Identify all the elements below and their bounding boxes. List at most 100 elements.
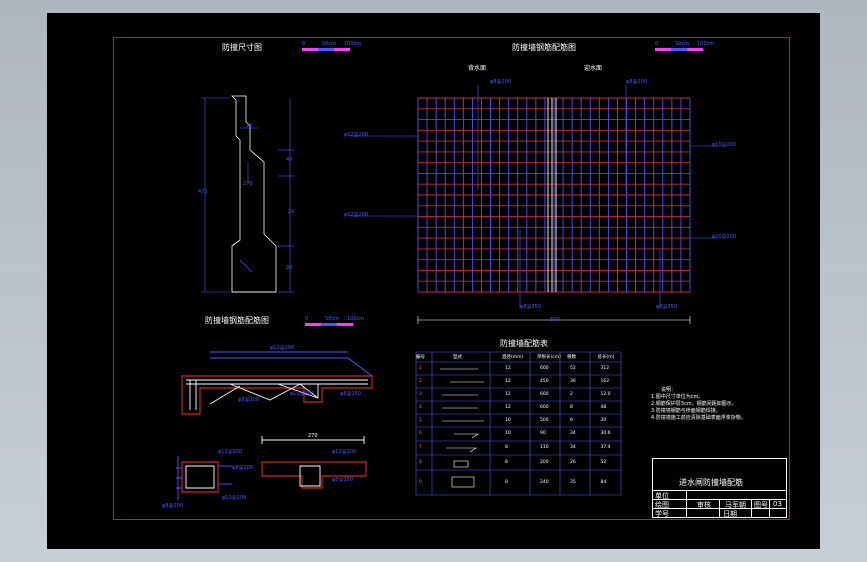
table-cell: 90 <box>540 431 546 436</box>
table-cell: 500 <box>540 417 549 423</box>
callout-bottom-2: φ8@250 <box>656 304 678 310</box>
table-cell: 8 <box>505 459 508 465</box>
note-line: 1.图中尺寸单位为cm。 <box>651 394 704 400</box>
callout-br-1: φ12@200 <box>332 449 357 455</box>
scale-sec-50: 50cm <box>325 316 339 322</box>
dim-section-width: 270 <box>308 433 318 439</box>
table-cell: 12 <box>505 391 511 397</box>
table-cell: 3 <box>419 391 422 397</box>
callout-right-1: φ10@200 <box>712 142 737 148</box>
table-cell: 8 <box>570 404 573 410</box>
title-grid-view: 防撞墙钢筋配筋图 <box>512 43 576 52</box>
table-cell: 8 <box>505 479 508 485</box>
callout-bl-2: φ8@200 <box>232 465 254 471</box>
table-cell: 6 <box>570 417 573 423</box>
callout-bottom-1: φ8@250 <box>520 304 542 310</box>
label-down-side: 迎水面 <box>584 65 603 72</box>
section-bottom-left <box>176 456 232 500</box>
table-cell: 5 <box>419 417 422 423</box>
scale-grid-100: 100cm <box>697 41 715 47</box>
callout-sec-top: φ12@200 <box>270 345 295 351</box>
scale-0: 0 <box>302 41 306 47</box>
table-cell: 36 <box>570 378 576 384</box>
table-cell: 6 <box>419 431 422 436</box>
table-cell: 162 <box>600 378 610 384</box>
scale-bar-grid <box>655 48 715 54</box>
table-cell: 600 <box>540 391 549 397</box>
label-up-side: 背水面 <box>468 65 487 72</box>
callout-down-1: φ8@200 <box>626 79 648 85</box>
scale-sec-0: 0 <box>305 316 309 322</box>
wall-dim-lines <box>201 97 294 293</box>
dim-width: 270 <box>243 181 253 187</box>
title-section-view: 防撞墙钢筋配筋图 <box>205 316 269 325</box>
table-cell: 240 <box>540 479 549 485</box>
callout-left-2: φ12@200 <box>344 212 369 218</box>
table-cell: 110 <box>540 445 549 450</box>
table-header-cell: 根数 <box>567 355 576 360</box>
table-cell: 30 <box>600 417 607 423</box>
table-cell: 450 <box>540 378 549 384</box>
dim-grid-width: 600 <box>550 317 560 323</box>
table-cell: 600 <box>540 404 549 410</box>
table-header-cell: 总长(m) <box>597 355 615 360</box>
note-line: 2.钢筋保护层3cm，钢筋间距如图示。 <box>651 401 737 407</box>
note-line: 说明： <box>661 387 677 393</box>
table-cell: 8 <box>505 445 508 450</box>
scale-sec-100: 100cm <box>347 316 365 322</box>
table-header-cell: 型式 <box>453 355 462 360</box>
callout-sec-3: φ8@250 <box>340 391 362 397</box>
dim-height: 470 <box>198 189 208 195</box>
note-line: 4.防撞墙施工前应清除基础表面浮浆杂物。 <box>651 415 746 421</box>
dim-mid: 24 <box>288 209 295 215</box>
section-top <box>181 351 373 415</box>
grid-center-lines <box>547 98 557 292</box>
table-header-cell: 单根长(cm) <box>537 355 561 360</box>
callout-sec-1: φ8@200 <box>238 397 260 403</box>
table-cell: 10 <box>505 417 511 423</box>
callout-bl-4: φ8@200 <box>162 503 184 509</box>
date-label: 日期 <box>723 510 737 518</box>
table-cell: 26 <box>570 459 576 465</box>
table-cell: 7 <box>419 445 422 450</box>
scale-100: 100cm <box>344 41 362 47</box>
check-value: 马军朝 <box>725 501 746 509</box>
rebar-table-grid <box>415 351 622 496</box>
table-cell: 8 <box>419 459 422 465</box>
table-cell: 12 <box>505 365 511 371</box>
table-cell: 200 <box>540 459 549 465</box>
dim-s2: 25 <box>246 123 253 129</box>
dim-top: 40 <box>286 157 293 163</box>
title-rebar-table: 防撞墙配筋表 <box>500 339 548 348</box>
table-cell: 12 <box>505 404 511 410</box>
table-cell: 12.0 <box>600 391 611 397</box>
table-cell: 52 <box>570 365 576 371</box>
table-cell: 4 <box>419 404 422 410</box>
grid-leaders <box>350 85 718 324</box>
table-cell: 12 <box>505 378 511 384</box>
wall-profile <box>231 95 277 293</box>
scale-bar-dimension <box>302 48 362 54</box>
scale-50: 50cm <box>322 41 336 47</box>
table-cell: 600 <box>540 365 549 371</box>
draw-label: 绘图 <box>655 501 669 509</box>
sheet-no: 03 <box>773 500 782 508</box>
callout-left-1: φ12@200 <box>344 132 369 138</box>
scale-grid-50: 50cm <box>675 41 689 47</box>
note-line: 3.防撞墙钢筋与桥面钢筋焊接。 <box>651 408 721 414</box>
table-cell: 2 <box>419 378 422 384</box>
table-cell: 312 <box>600 365 610 371</box>
title-block: 进水闸防撞墙配筋 单位 绘图 审核 马军朝 图号 03 学号 日期 <box>652 458 787 518</box>
callout-sec-2: φ10@200 <box>290 391 315 397</box>
drawing-title: 进水闸防撞墙配筋 <box>679 478 743 487</box>
rebar-grid-vertical <box>417 98 691 292</box>
table-cell: 1 <box>419 365 422 371</box>
student-label: 学号 <box>655 510 669 518</box>
table-cell: 10 <box>505 431 511 436</box>
table-cell: 84 <box>600 479 607 485</box>
scale-bar-section <box>305 323 365 329</box>
table-cell: 35 <box>570 479 576 485</box>
